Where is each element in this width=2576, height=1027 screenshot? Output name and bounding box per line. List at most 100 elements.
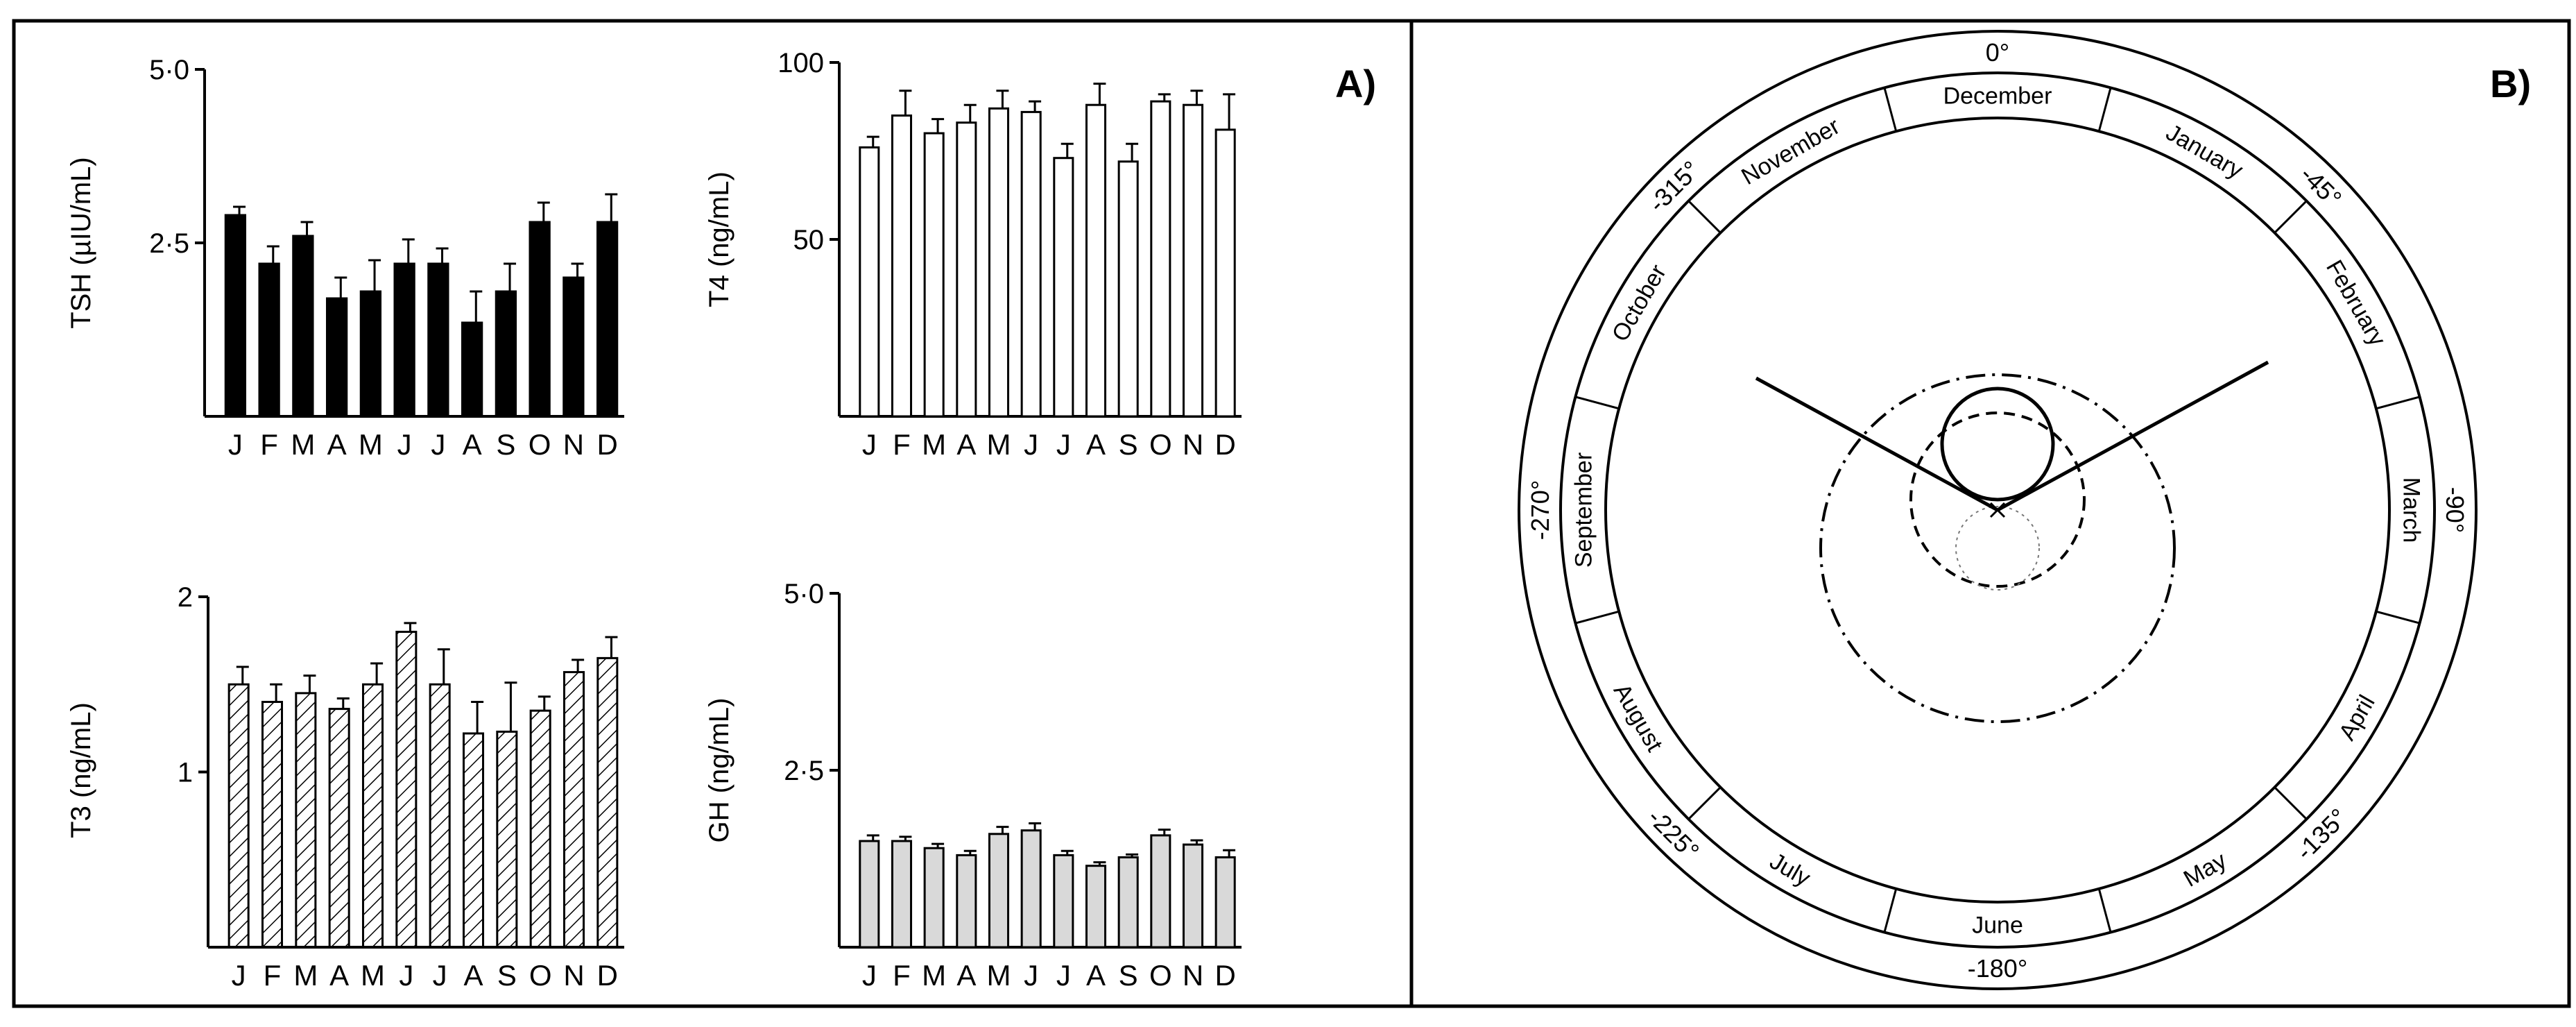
bar — [1053, 854, 1074, 949]
x-tick-label: J — [1024, 428, 1038, 461]
dotted-circle — [1955, 506, 2040, 591]
x-tick-label: F — [260, 428, 278, 461]
center-mark — [1989, 502, 2006, 518]
bar — [258, 262, 280, 418]
bar — [395, 631, 418, 949]
bar — [427, 262, 449, 418]
x-tick-label: F — [893, 428, 911, 461]
y-axis-label: GH (ng/mL) — [704, 698, 735, 843]
x-tick-label: J — [862, 959, 877, 992]
y-tick-label: 50 — [793, 225, 825, 255]
x-tick-label: J — [399, 959, 413, 992]
bar — [859, 840, 880, 949]
bar — [224, 214, 247, 418]
bar — [596, 656, 619, 949]
x-tick-label: J — [397, 428, 412, 461]
month-divider — [2274, 786, 2308, 820]
x-tick-label: S — [497, 959, 517, 992]
x-tick-label: J — [1024, 959, 1038, 992]
bar — [295, 692, 317, 949]
x-tick-label: N — [563, 428, 584, 461]
x-tick-label: D — [1214, 959, 1235, 992]
bar — [1182, 843, 1204, 949]
bar — [1085, 103, 1107, 418]
solid-circle — [1940, 387, 2055, 502]
bar — [563, 276, 585, 418]
month-label: June — [1972, 913, 2023, 939]
bar — [393, 262, 415, 418]
x-tick-label: M — [987, 428, 1011, 461]
x-tick-label: D — [596, 428, 617, 461]
month-divider — [1688, 200, 1721, 234]
bar — [1053, 157, 1074, 418]
bar — [529, 709, 551, 949]
bar — [227, 683, 250, 949]
bar — [1085, 865, 1107, 949]
y-tick-label: 100 — [778, 48, 824, 78]
y-axis-label: TSH (µIU/mL) — [66, 157, 96, 328]
month-divider — [2097, 888, 2112, 933]
bar — [361, 683, 384, 949]
vector-line-left — [1755, 376, 1999, 512]
x-tick-label: D — [597, 959, 618, 992]
y-tick-label: 2 — [178, 582, 193, 613]
month-label: August — [1608, 679, 1668, 756]
x-tick-label: M — [922, 959, 946, 992]
month-label: October — [1607, 260, 1672, 346]
month-divider — [2274, 200, 2308, 234]
bar — [956, 121, 977, 418]
outer-ring — [1518, 30, 2478, 990]
bar — [1020, 829, 1042, 949]
bar — [563, 671, 585, 949]
x-tick-label: A — [956, 428, 976, 461]
inner-ring — [1604, 117, 2391, 903]
x-tick-label: F — [264, 959, 282, 992]
month-divider — [1688, 786, 1721, 820]
bar — [923, 132, 945, 418]
x-tick-label: M — [361, 959, 385, 992]
bar — [1214, 856, 1236, 949]
dash-dot-ellipse — [1819, 373, 2176, 723]
bar — [1150, 100, 1171, 418]
month-divider — [1883, 888, 1898, 933]
month-label: March — [2398, 477, 2425, 543]
bar — [1150, 834, 1171, 949]
bar — [1117, 856, 1139, 949]
bar — [596, 221, 619, 418]
panel-a-label: A) — [1335, 62, 1376, 105]
x-tick-label: A — [329, 959, 349, 992]
degree-label: -270° — [1526, 480, 1554, 540]
month-label: September — [1571, 452, 1597, 568]
x-tick-label: M — [987, 959, 1011, 992]
bar — [923, 847, 945, 949]
bar — [859, 146, 880, 418]
bar — [1214, 128, 1236, 418]
y-axis-label: T4 (ng/mL) — [704, 171, 735, 307]
x-tick-label: N — [1183, 959, 1203, 992]
month-label: January — [2161, 119, 2247, 184]
bar — [325, 297, 348, 418]
bar — [529, 221, 551, 418]
bar — [462, 732, 485, 949]
y-tick-label: 5·0 — [784, 579, 824, 609]
month-divider — [2097, 87, 2112, 132]
y-axis-label: T3 (ng/mL) — [66, 702, 96, 838]
bar — [891, 114, 913, 418]
month-divider — [1575, 396, 1620, 410]
y-tick-label: 1 — [178, 758, 193, 788]
bar — [891, 840, 913, 949]
x-tick-label: J — [228, 428, 243, 461]
x-tick-label: M — [922, 428, 946, 461]
x-tick-label: M — [293, 959, 318, 992]
y-tick-label: 5·0 — [149, 55, 189, 85]
panel-b-label: B) — [2490, 62, 2531, 105]
month-divider — [2376, 396, 2420, 410]
bar — [461, 321, 483, 418]
y-tick-label: 2·5 — [784, 756, 824, 786]
y-tick-label: 2·5 — [149, 228, 189, 259]
month-label: December — [1943, 83, 2052, 110]
